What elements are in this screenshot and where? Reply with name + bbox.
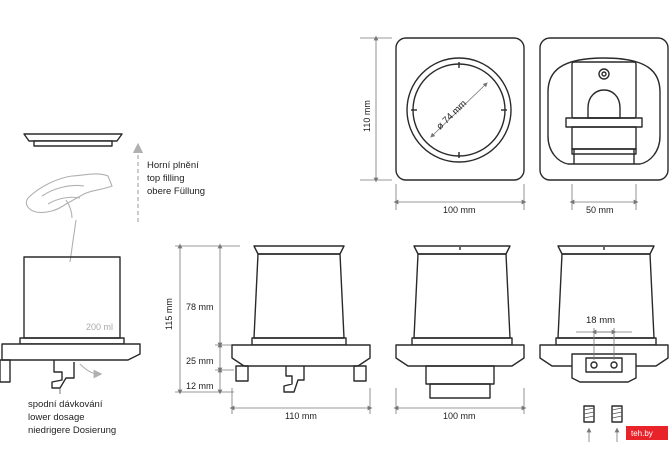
top-view-height-dimension: 110 mm xyxy=(360,35,392,183)
dispenser-front-view xyxy=(231,245,371,393)
height-body-label: 78 mm xyxy=(186,302,214,312)
spacing-screws-label: 18 mm xyxy=(586,315,615,326)
height-total-label: 115 mm xyxy=(164,298,174,330)
screw-icon xyxy=(583,405,595,442)
width-side-label: 100 mm xyxy=(443,411,476,421)
lower-dosage-line-3: niedrigere Dosierung xyxy=(28,425,116,436)
width-front-label: 110 mm xyxy=(285,411,317,421)
screw-spacing-dimension: 18 mm xyxy=(576,315,632,360)
top-filling-line-2: top filling xyxy=(147,173,185,184)
diameter-label: ø 74 mm xyxy=(434,98,469,132)
top-view: ø 74 mm xyxy=(395,37,525,181)
side-width-dimension: 100 mm xyxy=(393,388,527,421)
height-top-view-label: 110 mm xyxy=(362,100,372,132)
dispenser-left-view: 200 ml xyxy=(0,256,141,389)
back-mount-view xyxy=(539,37,669,181)
vertical-dimension-chain: 115 mm 78 mm 25 mm 12 mm xyxy=(164,243,240,395)
height-base-label: 12 mm xyxy=(186,381,214,391)
width-back-mount-label: 50 mm xyxy=(586,205,614,215)
top-filling-line-3: obere Füllung xyxy=(147,186,205,197)
mounting-screws xyxy=(583,405,623,442)
dispenser-back-view xyxy=(539,245,669,383)
back-mount-width-dimension: 50 mm xyxy=(569,184,639,215)
lower-dosage-label: spodní dávkování lower dosage niedrigere… xyxy=(28,388,116,436)
hand-sketch xyxy=(25,173,113,263)
top-filling-label: Horní plnění top filling obere Füllung xyxy=(147,160,205,197)
lid-floating xyxy=(23,133,123,147)
screw-icon xyxy=(611,405,623,442)
lower-dosage-line-1: spodní dávkování xyxy=(28,399,103,410)
width-top-view-label: 100 mm xyxy=(443,205,476,215)
height-middle-label: 25 mm xyxy=(186,356,214,366)
lower-dosage-line-2: lower dosage xyxy=(28,412,85,423)
front-width-dimension: 110 mm xyxy=(229,388,373,421)
top-view-width-dimension: 100 mm xyxy=(393,184,527,215)
top-filling-line-1: Horní plnění xyxy=(147,160,199,171)
watermark-badge: teh.by xyxy=(626,426,668,440)
watermark-text: teh.by xyxy=(631,429,653,438)
capacity-label: 200 ml xyxy=(86,322,113,332)
dispenser-side-view xyxy=(395,245,525,399)
